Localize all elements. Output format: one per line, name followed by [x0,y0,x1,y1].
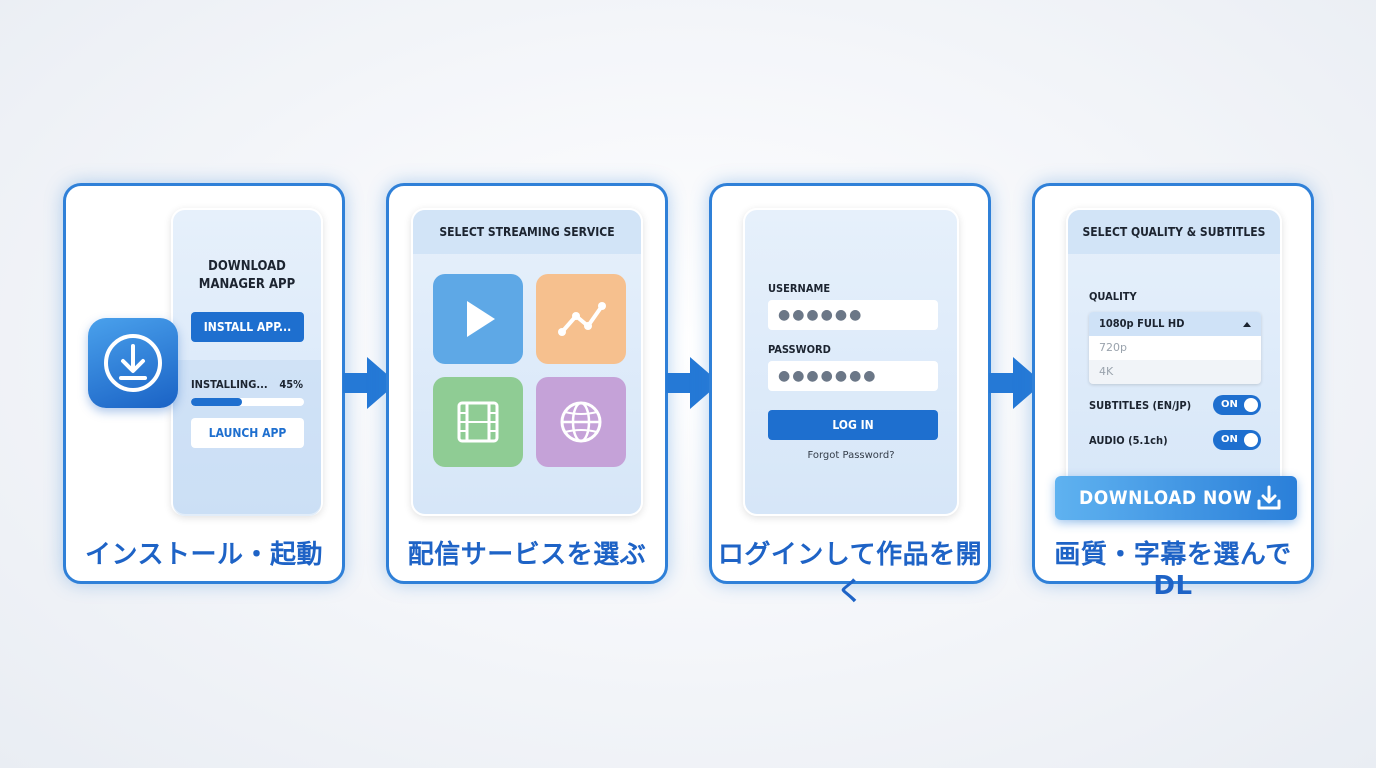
username-label: USERNAME [768,282,831,295]
subtitles-toggle[interactable]: ON [1213,395,1261,415]
login-button[interactable]: LOG IN [768,410,938,440]
launch-app-button[interactable]: LAUNCH APP [191,418,304,448]
install-progress-fill [191,398,242,406]
arrow-right-icon [989,357,1043,409]
app-title-line-1: DOWNLOAD [208,259,286,274]
quality-phone-screen: SELECT QUALITY & SUBTITLES QUALITY 1080p… [1055,208,1297,520]
audio-toggle-label: ON [1221,434,1238,445]
audio-toggle[interactable]: ON [1213,430,1261,450]
quality-option[interactable]: 720p [1089,336,1261,360]
film-icon [457,401,499,443]
step-1-caption: インストール・起動 [85,540,323,570]
step-2-card: SELECT STREAMING SERVICE [386,183,668,584]
arrow-right-icon [666,357,720,409]
install-progress-bar [191,398,304,406]
download-icon [88,318,178,408]
chart-line-icon [558,302,606,336]
service-header: SELECT STREAMING SERVICE [413,210,641,254]
download-tray-icon [1257,485,1281,510]
install-app-button[interactable]: INSTALL APP... [191,312,304,342]
service-tile-film[interactable] [433,377,523,467]
service-tile-video[interactable] [433,274,523,364]
service-tile-web[interactable] [536,377,626,467]
login-phone-screen: USERNAME ●●●●●● PASSWORD ●●●●●●● LOG IN … [743,208,959,516]
service-tile-analytics[interactable] [536,274,626,364]
quality-selected-option[interactable]: 1080p FULL HD [1089,312,1261,336]
quality-label: QUALITY [1089,290,1137,303]
download-now-button[interactable]: DOWNLOAD NOW [1055,476,1297,520]
quality-option[interactable]: 4K [1099,365,1114,378]
quality-selected-label: 1080p FULL HD [1099,317,1185,330]
service-phone-screen: SELECT STREAMING SERVICE [411,208,643,516]
password-field[interactable]: ●●●●●●● [768,361,938,391]
caret-up-icon [1243,322,1251,327]
step-2-caption: 配信サービスを選ぶ [407,540,647,570]
step-4-card: SELECT QUALITY & SUBTITLES QUALITY 1080p… [1032,183,1314,601]
quality-dropdown[interactable]: 1080p FULL HD 720p 4K [1089,312,1261,384]
app-title: DOWNLOAD MANAGER APP [173,258,321,294]
globe-icon [560,401,602,443]
arrow-right-icon [343,357,397,409]
play-icon [467,301,495,337]
installing-label: INSTALLING... [191,378,268,391]
download-now-label: DOWNLOAD NOW [1079,487,1253,509]
step-3-caption: ログインして作品を開く [717,540,983,607]
quality-header: SELECT QUALITY & SUBTITLES [1068,210,1280,254]
toggle-knob [1244,433,1258,447]
password-label: PASSWORD [768,343,831,356]
step-4-caption: 画質・字幕を選んでDL [1054,540,1292,601]
subtitles-toggle-label: ON [1221,399,1238,410]
username-field[interactable]: ●●●●●● [768,300,938,330]
step-3-card: USERNAME ●●●●●● PASSWORD ●●●●●●● LOG IN … [709,183,991,607]
forgot-password-link[interactable]: Forgot Password? [807,450,895,461]
subtitles-label: SUBTITLES (EN/JP) [1089,399,1192,412]
installing-percent: 45% [279,378,303,391]
install-phone-screen: DOWNLOAD MANAGER APP INSTALL APP... INST… [171,208,323,516]
app-title-line-2: MANAGER APP [198,277,296,292]
audio-label: AUDIO (5.1ch) [1089,434,1168,447]
toggle-knob [1244,398,1258,412]
step-1-card: DOWNLOAD MANAGER APP INSTALL APP... INST… [63,183,345,584]
